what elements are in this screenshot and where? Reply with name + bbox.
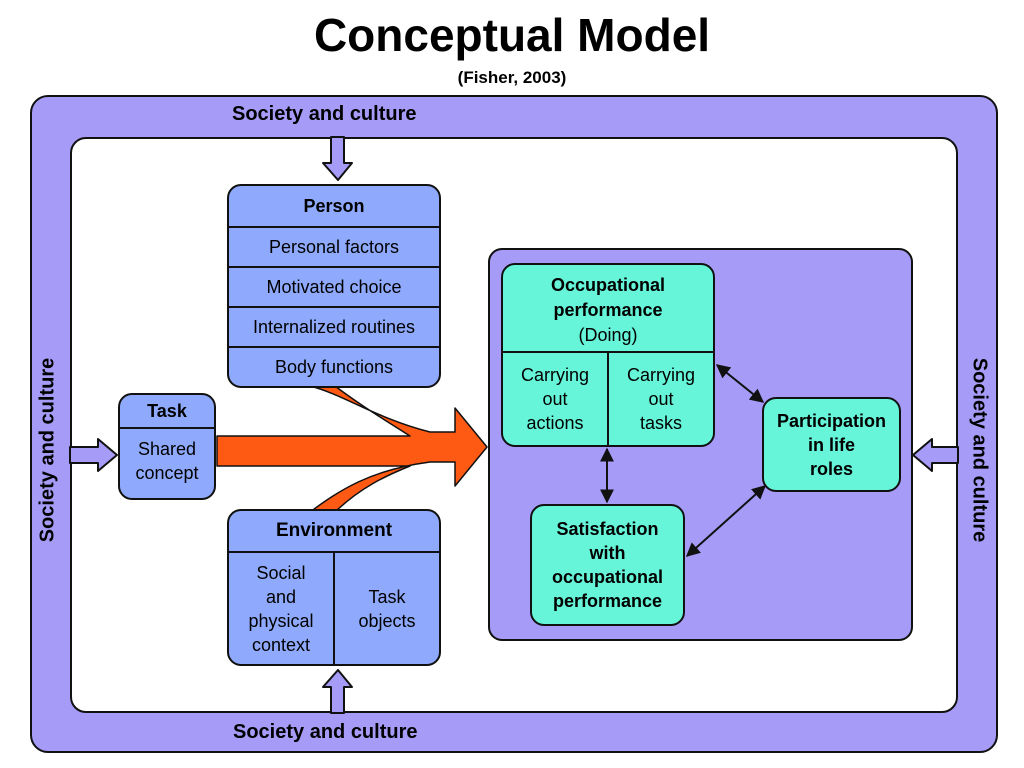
occupational-performance-box: Occupational performance (Doing) Carryin… xyxy=(501,263,715,447)
person-item: Motivated choice xyxy=(229,266,439,306)
occupational-performance-heading: Occupational performance (Doing) xyxy=(503,265,713,353)
task-body: Shared concept xyxy=(135,439,199,483)
carrying-out-tasks: Carrying out tasks xyxy=(626,365,696,433)
participation-box: Participation in life roles xyxy=(762,397,901,492)
society-culture-label-bottom: Society and culture xyxy=(233,721,418,743)
satisfaction-box: Satisfaction with occupational performan… xyxy=(530,504,685,626)
occupational-performance-line3: (Doing) xyxy=(578,325,638,345)
diagram-citation: (Fisher, 2003) xyxy=(457,68,567,87)
occupational-performance-line1: Occupational xyxy=(550,275,666,295)
person-item: Body functions xyxy=(229,346,439,386)
environment-box: Environment Social and physical context … xyxy=(227,509,441,666)
carrying-out-actions: Carrying out actions xyxy=(503,353,609,445)
arrow-up-icon xyxy=(322,669,353,714)
arrow-left-icon xyxy=(912,438,959,472)
person-box: Person Personal factors Motivated choice… xyxy=(227,184,441,388)
person-item: Internalized routines xyxy=(229,306,439,346)
person-heading: Person xyxy=(303,195,365,216)
environment-heading: Environment xyxy=(229,511,439,553)
convergence-arrow xyxy=(216,385,488,513)
arrow-right-icon xyxy=(69,438,118,472)
arrow-down-icon xyxy=(322,136,353,181)
occupational-performance-line2: performance xyxy=(553,300,663,320)
task-box: Task Shared concept xyxy=(118,393,216,500)
society-culture-label-top: Society and culture xyxy=(232,103,417,125)
connector-performance-participation xyxy=(715,364,765,403)
task-heading: Task xyxy=(120,395,214,429)
person-item: Personal factors xyxy=(229,226,439,266)
environment-task-objects: Task objects xyxy=(358,586,416,631)
connector-satisfaction-participation xyxy=(685,485,767,557)
environment-social-physical: Social and physical context xyxy=(229,553,335,664)
diagram-title: Conceptual Model xyxy=(313,9,711,61)
